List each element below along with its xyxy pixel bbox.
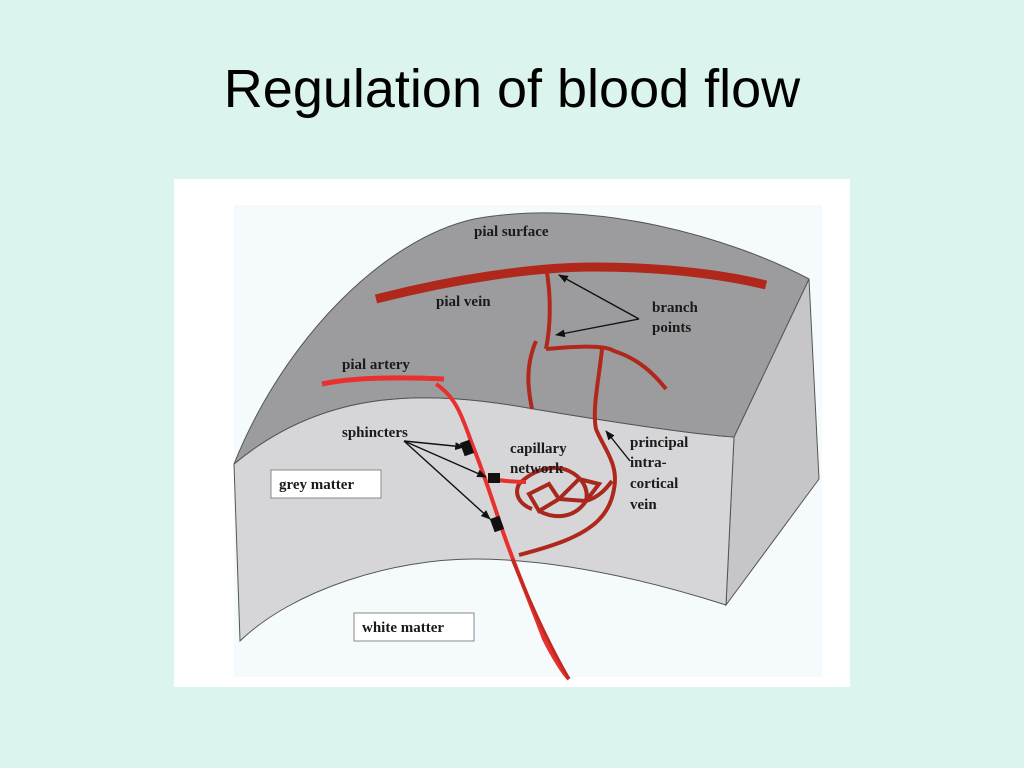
label-pial-artery: pial artery: [342, 357, 410, 373]
label-principal-vein-line1: principal: [630, 435, 688, 451]
annotation-arrows: [403, 274, 640, 520]
label-branch-points-line2: points: [652, 320, 691, 336]
arrow-branch-point-2: [555, 318, 640, 338]
label-principal-vein-line3: cortical: [630, 476, 678, 492]
pial-artery: [321, 375, 445, 387]
arrow-branch-point-1: [558, 274, 640, 320]
capillary-network: [515, 465, 614, 519]
arrow-sphincter-3: [403, 440, 491, 520]
pial-vein: [374, 262, 768, 304]
label-grey-matter: grey matter: [279, 477, 354, 493]
arrow-sphincter-1: [403, 440, 465, 451]
label-capillary-network-line2: network: [510, 461, 564, 477]
sphincter-3: [489, 515, 505, 533]
white-matter-label-box: [353, 612, 475, 642]
arrow-sphincter-2: [403, 440, 487, 478]
arrow-principal-vein: [605, 430, 631, 462]
vein-branch-right: [545, 344, 668, 391]
label-pial-vein: pial vein: [436, 294, 491, 310]
artery-white-matter: [510, 558, 571, 680]
label-principal-vein-line4: vein: [630, 497, 657, 513]
grey-matter-label-box: [270, 469, 382, 499]
vein-branch-vertical: [544, 266, 552, 350]
principal-intracortical-vein: [518, 348, 617, 557]
pial-surface-top: [233, 212, 810, 465]
diagram-figure: pial surface pial vein branch points pia…: [174, 179, 850, 687]
sphincter-2: [488, 473, 500, 483]
label-pial-surface: pial surface: [474, 224, 549, 240]
vein-branch-left: [526, 340, 538, 410]
label-capillary-network-line1: capillary: [510, 441, 567, 457]
label-principal-vein-line2: intra-: [630, 455, 667, 471]
label-branch-points-line1: branch: [652, 300, 699, 316]
label-sphincters: sphincters: [342, 425, 408, 441]
label-white-matter: white matter: [362, 620, 444, 636]
diagram-svg: pial surface pial vein branch points pia…: [174, 179, 850, 687]
slide-title: Regulation of blood flow: [223, 59, 801, 119]
